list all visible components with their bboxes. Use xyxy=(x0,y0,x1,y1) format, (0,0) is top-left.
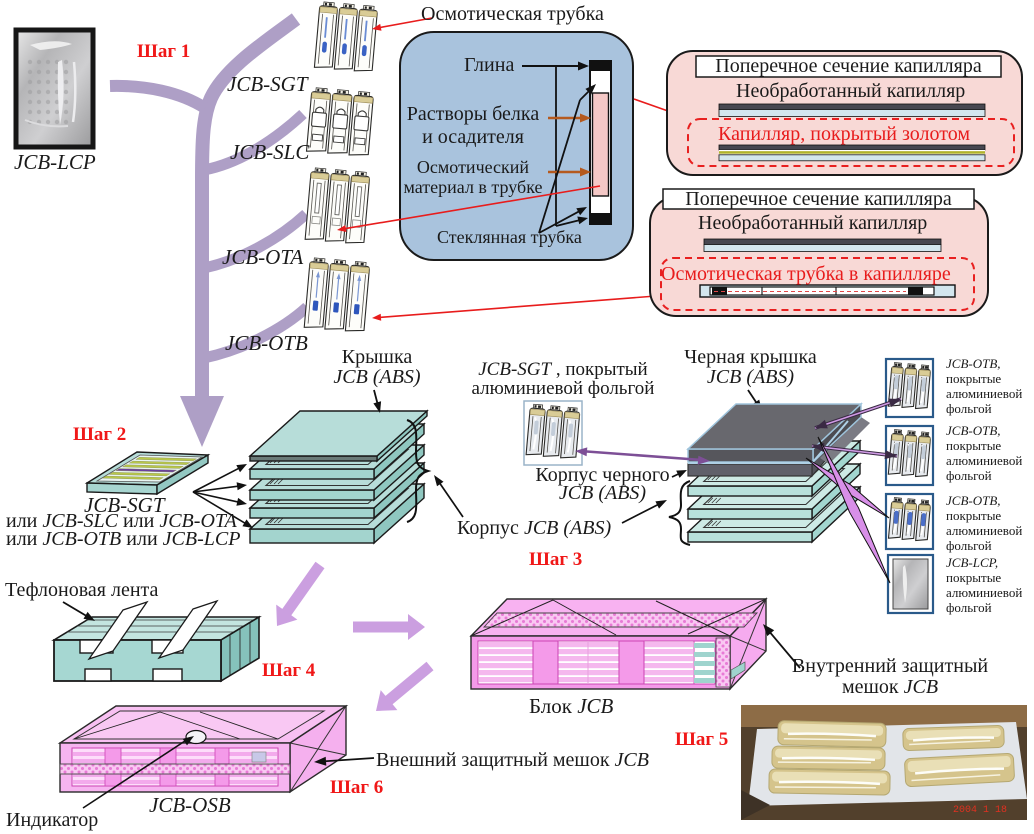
svg-text:2004 1 18: 2004 1 18 xyxy=(953,805,1007,816)
